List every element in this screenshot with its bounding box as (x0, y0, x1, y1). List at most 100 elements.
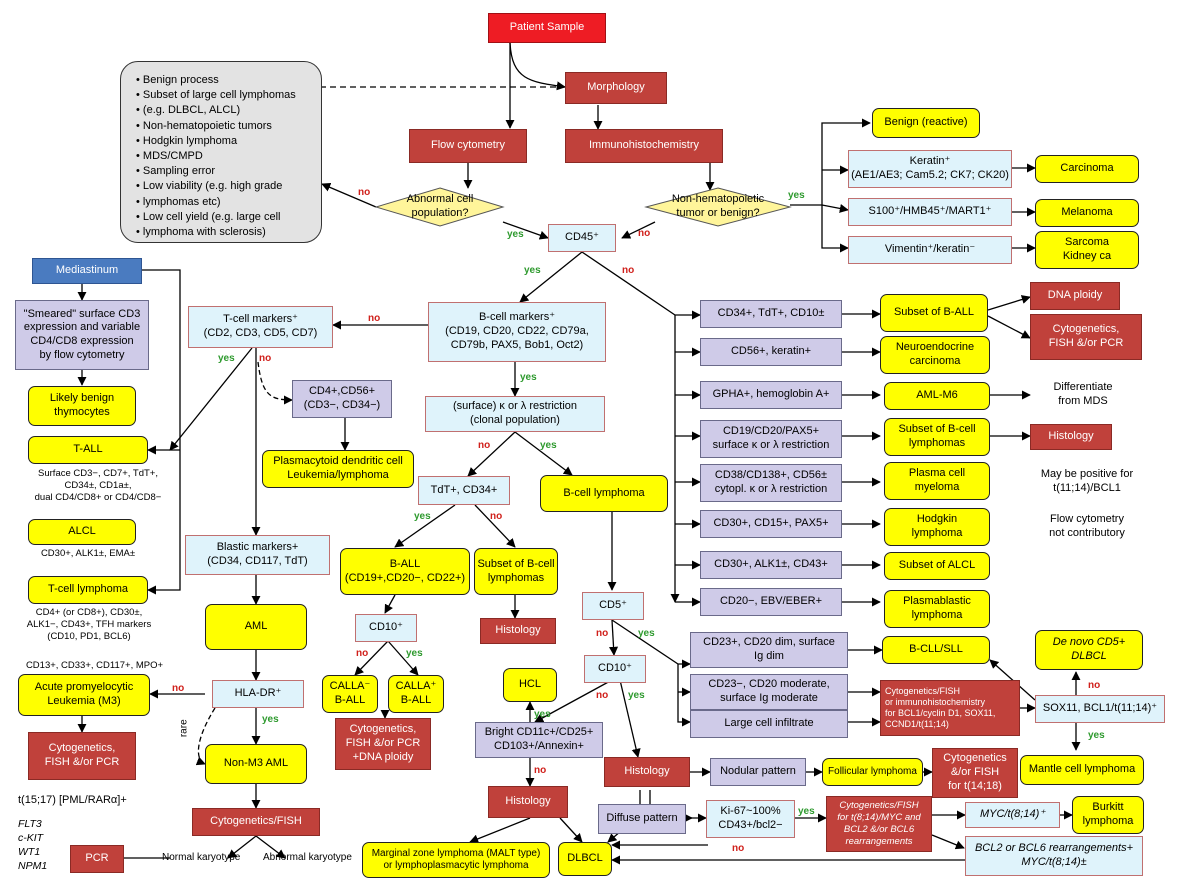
cd30-alk-node: CD30+, ALK1±, CD43+ (700, 551, 842, 579)
yes-label: yes (798, 806, 815, 817)
mediastinum-node: Mediastinum (32, 258, 142, 284)
yes-label: yes (534, 709, 551, 720)
hcl-node: HCL (503, 668, 557, 702)
myc-t814-node: MYC/t(8;14)⁺ (965, 802, 1060, 828)
alcl-node: ALCL (28, 519, 136, 545)
flow-cytometry-node: Flow cytometry (409, 129, 527, 163)
no-label: no (356, 648, 369, 659)
patient-sample-node: Patient Sample (488, 13, 606, 43)
no-label: no (596, 690, 609, 701)
yes-label: yes (520, 372, 537, 383)
cd23-dim-node: CD23+, CD20 dim, surface Ig dim (690, 632, 848, 668)
non-hematopoietic-question: Non-hematopoietic tumor or benign? (671, 193, 765, 219)
b-cell-markers-node: B-cell markers⁺ (CD19, CD20, CD22, CD79a… (428, 302, 606, 362)
list-item: Hodgkin lymphoma (136, 134, 316, 149)
bcl2-bcl6-node: BCL2 or BCL6 rearrangements+ MYC/t(8;14)… (965, 836, 1143, 876)
no-label: no (172, 683, 185, 694)
subset-b-cell-lymphomas-node: Subset of B-cell lymphomas (474, 548, 558, 595)
hodgkin-node: Hodgkin lymphoma (884, 508, 990, 546)
t-all-node: T-ALL (28, 436, 148, 464)
aml-node: AML (205, 604, 307, 650)
no-label: no (368, 313, 381, 324)
rare-note: rare (178, 719, 190, 738)
list-item: (e.g. DLBCL, ALCL) (136, 103, 316, 118)
plasma-cell-myeloma-node: Plasma cell myeloma (884, 462, 990, 500)
t-cell-markers-node: T-cell markers⁺ (CD2, CD3, CD5, CD7) (188, 306, 333, 348)
list-item: Non-hematopoietic tumors (136, 119, 316, 134)
genes-note: FLT3 c-KIT WT1 NPM1 (18, 818, 48, 872)
no-label: no (638, 228, 651, 239)
yes-label: yes (507, 229, 524, 240)
list-item: Sampling error (136, 164, 316, 179)
vimentin-node: Vimentin⁺/keratin⁻ (848, 236, 1012, 264)
cyto-fish-bcl1-node: Cytogenetics/FISH or immunohistochemistr… (880, 680, 1020, 736)
subset-b-all-node: Subset of B-ALL (880, 294, 988, 332)
carcinoma-node: Carcinoma (1035, 155, 1139, 183)
subset-alcl-node: Subset of ALCL (884, 552, 990, 580)
no-label: no (1088, 680, 1101, 691)
list-item: Low cell yield (e.g. large cell (136, 210, 316, 225)
cyto-fish-pcr-dna-node: Cytogenetics, FISH &/or PCR +DNA ploidy (335, 718, 431, 770)
yes-label: yes (1088, 730, 1105, 741)
histology-mid-node: Histology (604, 757, 690, 787)
sarcoma-node: Sarcoma Kidney ca (1035, 231, 1139, 269)
cytogenetics-fish-node: Cytogenetics/FISH (192, 808, 320, 836)
list-item: lymphoma with sclerosis) (136, 225, 316, 240)
cytogenetics-fish-pcr-left-node: Cytogenetics, FISH &/or PCR (28, 732, 136, 780)
no-label: no (478, 440, 491, 451)
yes-label: yes (638, 628, 655, 639)
pcr-node: PCR (70, 845, 124, 873)
alcl-note: CD30+, ALK1±, EMA± (40, 548, 136, 559)
mantle-cell-node: Mantle cell lymphoma (1020, 755, 1144, 785)
cd4-cd56-node: CD4+,CD56+ (CD3−, CD34−) (292, 380, 392, 418)
cd30-cd15-node: CD30+, CD15+, PAX5+ (700, 510, 842, 538)
s100-node: S100⁺/HMB45⁺/MART1⁺ (848, 198, 1012, 226)
immunohistochemistry-node: Immunohistochemistry (565, 129, 723, 163)
b-cell-lymphoma-node: B-cell lymphoma (540, 475, 668, 512)
no-label: no (596, 628, 609, 639)
abnormal-karyotype-note: Abnormal karyotype (263, 852, 352, 863)
histology-node-1: Histology (480, 618, 556, 644)
cd38-cd138-node: CD38/CD138+, CD56± cytopl. κ or λ restri… (700, 464, 842, 502)
kappa-lambda-node: (surface) κ or λ restriction (clonal pop… (425, 396, 605, 432)
list-item: Benign process (136, 73, 316, 88)
de-novo-cd5-node: De novo CD5+ DLBCL (1035, 630, 1143, 670)
burkitt-node: Burkitt lymphoma (1072, 796, 1144, 834)
tdt-cd34-node: TdT+, CD34+ (418, 476, 510, 505)
benign-differential-list: Benign process Subset of large cell lymp… (136, 73, 316, 240)
t-cell-lymphoma-note: CD4+ (or CD8+), CD30±, ALK1−, CD43+, TFH… (26, 607, 152, 642)
yes-label: yes (406, 648, 423, 659)
no-label: no (490, 511, 503, 522)
no-label: no (259, 353, 272, 364)
cyto-fish-t1418-node: Cytogenetics &/or FISH for t(14;18) (932, 748, 1018, 798)
histology-marginal-node: Histology (488, 786, 568, 818)
yes-label: yes (262, 714, 279, 725)
bright-cd11c-node: Bright CD11c+/CD25+ CD103+/Annexin+ (475, 722, 603, 758)
cd56-keratin-node: CD56+, keratin+ (700, 338, 842, 366)
cd20-ebv-node: CD20−, EBV/EBER+ (700, 588, 842, 616)
yes-label: yes (524, 265, 541, 276)
yes-label: yes (788, 190, 805, 201)
cd34-tdt-cd10-node: CD34+, TdT+, CD10± (700, 300, 842, 328)
subset-b-cell-lymphomas-right-node: Subset of B-cell lymphomas (884, 418, 990, 456)
cd23-neg-node: CD23−, CD20 moderate, surface Ig moderat… (690, 674, 848, 710)
apl-node: Acute promyelocytic Leukemia (M3) (18, 674, 150, 716)
list-item: MDS/CMPD (136, 149, 316, 164)
t-cell-lymphoma-node: T-cell lymphoma (28, 576, 148, 604)
gpha-node: GPHA+, hemoglobin A+ (700, 381, 842, 409)
may-be-positive-note: May be positive for t(11;14)/BCL1 (1040, 468, 1134, 494)
abnormal-diamond (374, 187, 505, 227)
normal-karyotype-note: Normal karyotype (162, 852, 241, 863)
melanoma-node: Melanoma (1035, 199, 1139, 227)
aml-m6-node: AML-M6 (884, 382, 990, 410)
b-all-node: B-ALL (CD19+,CD20−, CD22+) (340, 548, 470, 595)
plasmacytoid-node: Plasmacytoid dendritic cell Leukemia/lym… (262, 450, 414, 488)
abnormal-cell-population-question: Abnormal cell population? (406, 193, 474, 219)
diffuse-pattern-node: Diffuse pattern (598, 804, 686, 834)
non-m3-aml-node: Non-M3 AML (205, 744, 307, 784)
no-label: no (732, 843, 745, 854)
blastic-markers-node: Blastic markers+ (CD34, CD117, TdT) (185, 535, 330, 575)
morphology-node: Morphology (565, 72, 667, 104)
likely-benign-node: Likely benign thymocytes (28, 386, 136, 426)
no-label: no (622, 265, 635, 276)
